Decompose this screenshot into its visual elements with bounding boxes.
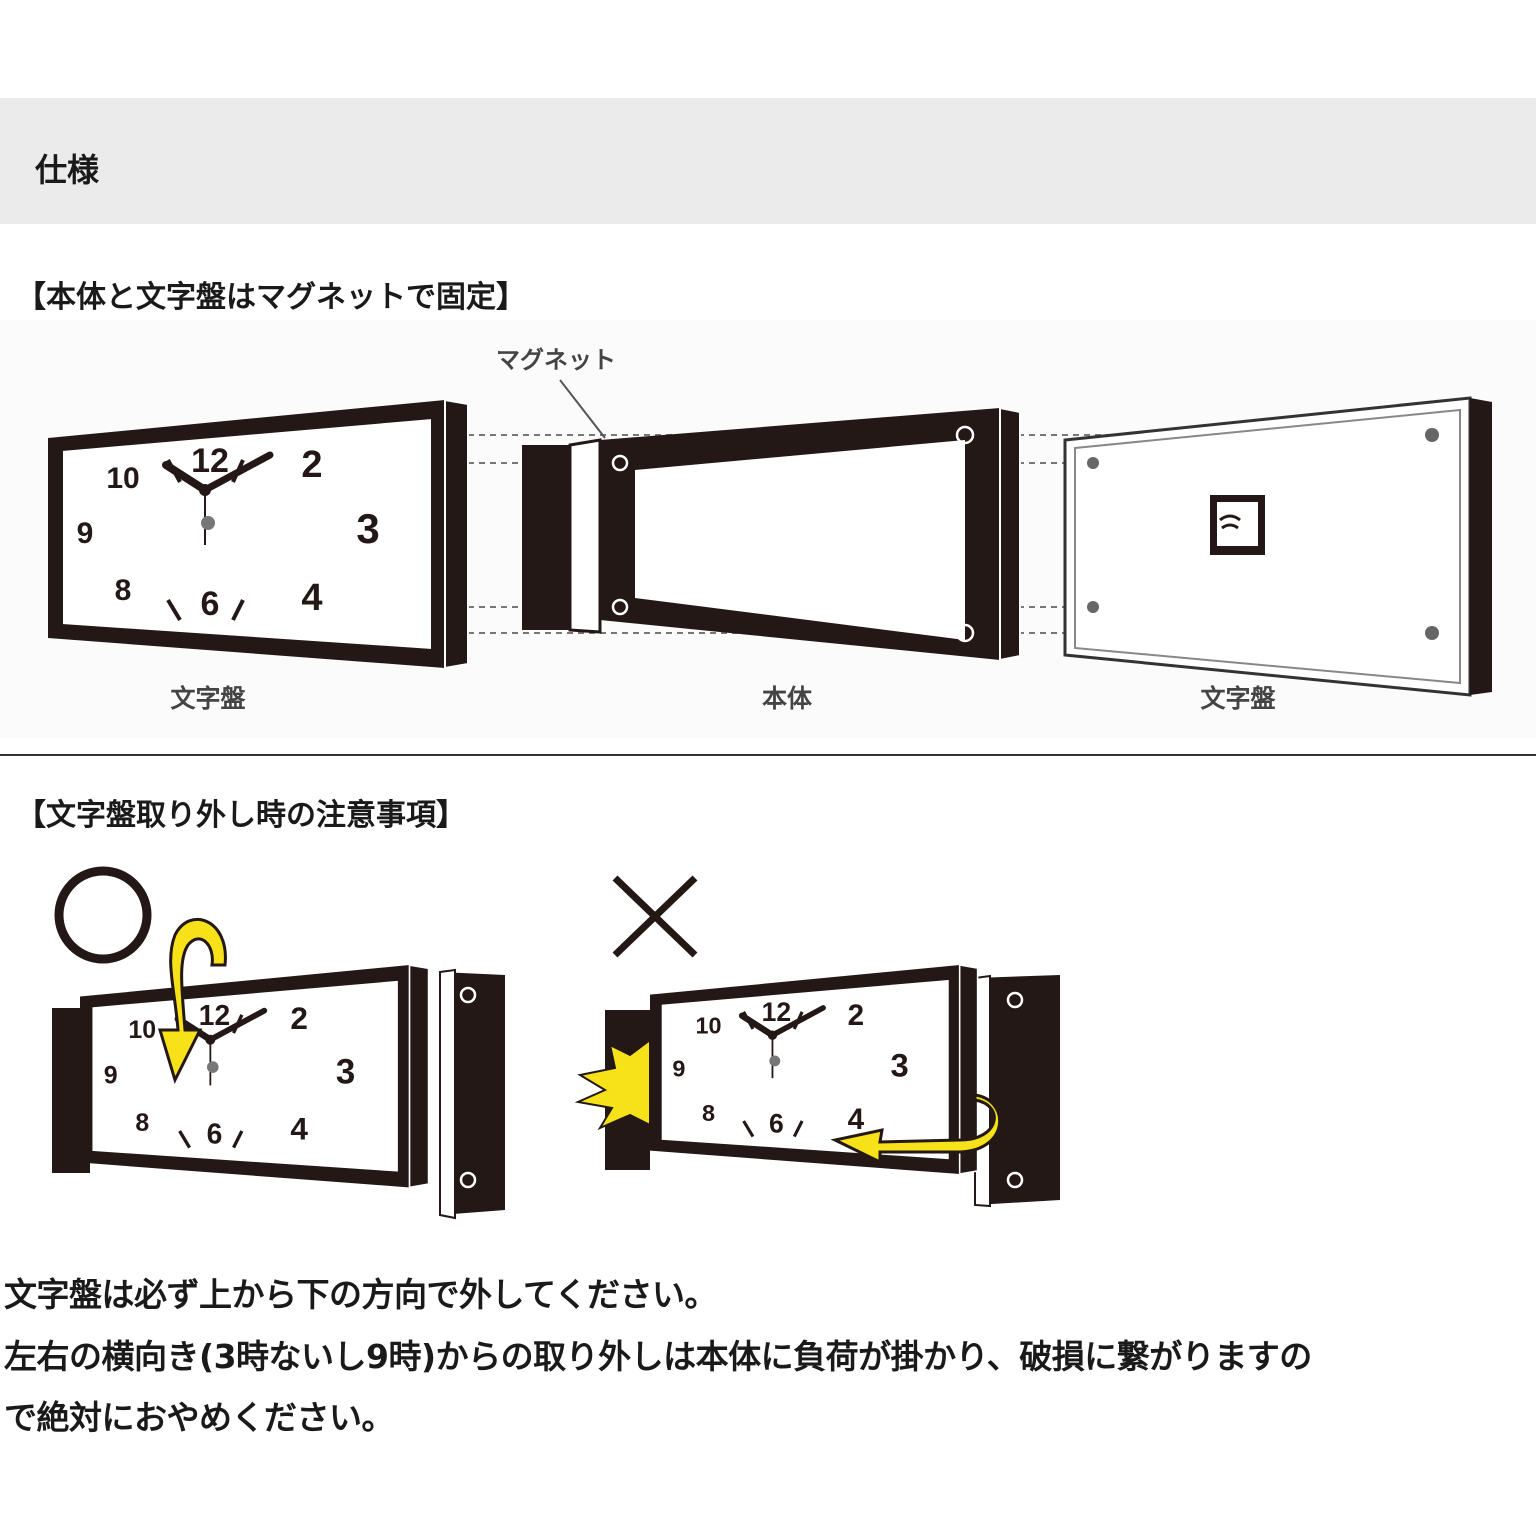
wrong-mark-icon bbox=[612, 875, 698, 958]
label-body: 本体 bbox=[762, 684, 813, 713]
clock-numeral: 6 bbox=[201, 585, 220, 623]
label-dial-front: 文字盤 bbox=[170, 684, 246, 713]
down-arrow-icon bbox=[157, 917, 227, 1085]
clock-numeral: 9 bbox=[104, 1062, 118, 1090]
correct-example: 10 12 2 9 3 8 6 4 bbox=[52, 917, 505, 1220]
clock-numeral: 12 bbox=[762, 997, 791, 1027]
clock-numeral: 9 bbox=[672, 1056, 685, 1082]
heading-caution: 【文字盤取り外し時の注意事項】 bbox=[16, 798, 466, 833]
note-line-1: 文字盤は必ず上から下の方向で外してください。 bbox=[4, 1275, 718, 1314]
clock-face: 10 12 2 9 3 8 6 4 bbox=[80, 964, 430, 1189]
clock-numeral: 8 bbox=[702, 1100, 715, 1126]
magnet-pointer bbox=[559, 379, 606, 439]
clock-numeral: 9 bbox=[77, 517, 94, 550]
clock-numeral: 3 bbox=[336, 1053, 355, 1092]
clock-numeral: 8 bbox=[115, 574, 132, 607]
dial-back-illustration bbox=[1063, 396, 1492, 697]
body-illustration bbox=[522, 406, 1021, 662]
clock-numeral: 4 bbox=[301, 577, 322, 619]
clock-numeral: 2 bbox=[301, 444, 322, 486]
hour-hand bbox=[738, 1012, 776, 1039]
minute-hand bbox=[207, 1007, 268, 1043]
clock-numeral: 2 bbox=[848, 999, 864, 1032]
clock-numeral: 6 bbox=[769, 1109, 784, 1139]
clock-numeral: 12 bbox=[191, 442, 229, 480]
clock-numeral: 3 bbox=[356, 505, 379, 552]
magnet-label: マグネット bbox=[496, 346, 616, 374]
clock-face: 10 12 2 9 3 8 6 4 bbox=[48, 398, 469, 670]
clock-numeral: 10 bbox=[695, 1013, 721, 1039]
impact-burst-icon bbox=[574, 1038, 651, 1131]
minute-hand bbox=[201, 451, 274, 494]
clock-numeral: 12 bbox=[199, 999, 230, 1031]
magnet-icons bbox=[611, 425, 975, 643]
magnet-plate-icons bbox=[1087, 428, 1439, 640]
clock-numeral: 4 bbox=[848, 1103, 865, 1136]
clock-numeral: 4 bbox=[290, 1110, 308, 1146]
clock-numeral: 2 bbox=[290, 1000, 308, 1036]
minute-hand bbox=[769, 1005, 826, 1038]
clock-numeral: 6 bbox=[207, 1117, 223, 1149]
section-title: 仕様 bbox=[35, 151, 100, 189]
section-header-band bbox=[0, 98, 1536, 224]
clock-face: 10 12 2 9 3 8 6 4 bbox=[650, 964, 979, 1175]
correct-mark-icon bbox=[54, 866, 152, 964]
side-arrow-icon bbox=[830, 1093, 1001, 1165]
hour-hand bbox=[162, 461, 209, 494]
note-line-3: で絶対におやめください。 bbox=[4, 1398, 395, 1437]
heading-magnet: 【本体と文字盤はマグネットで固定】 bbox=[16, 280, 526, 315]
clock-numeral: 10 bbox=[128, 1016, 156, 1044]
divider bbox=[0, 754, 1536, 756]
label-dial-back: 文字盤 bbox=[1200, 684, 1276, 713]
wrong-example: 10 12 2 9 3 8 6 4 bbox=[574, 964, 1060, 1208]
clock-numeral: 3 bbox=[890, 1047, 908, 1084]
note-line-2: 左右の横向き(3時ないし9時)からの取り外しは本体に負荷が掛かり、破損に繋がりま… bbox=[4, 1337, 1312, 1376]
clock-numeral: 8 bbox=[135, 1109, 149, 1137]
clock-numeral: 10 bbox=[106, 462, 139, 495]
